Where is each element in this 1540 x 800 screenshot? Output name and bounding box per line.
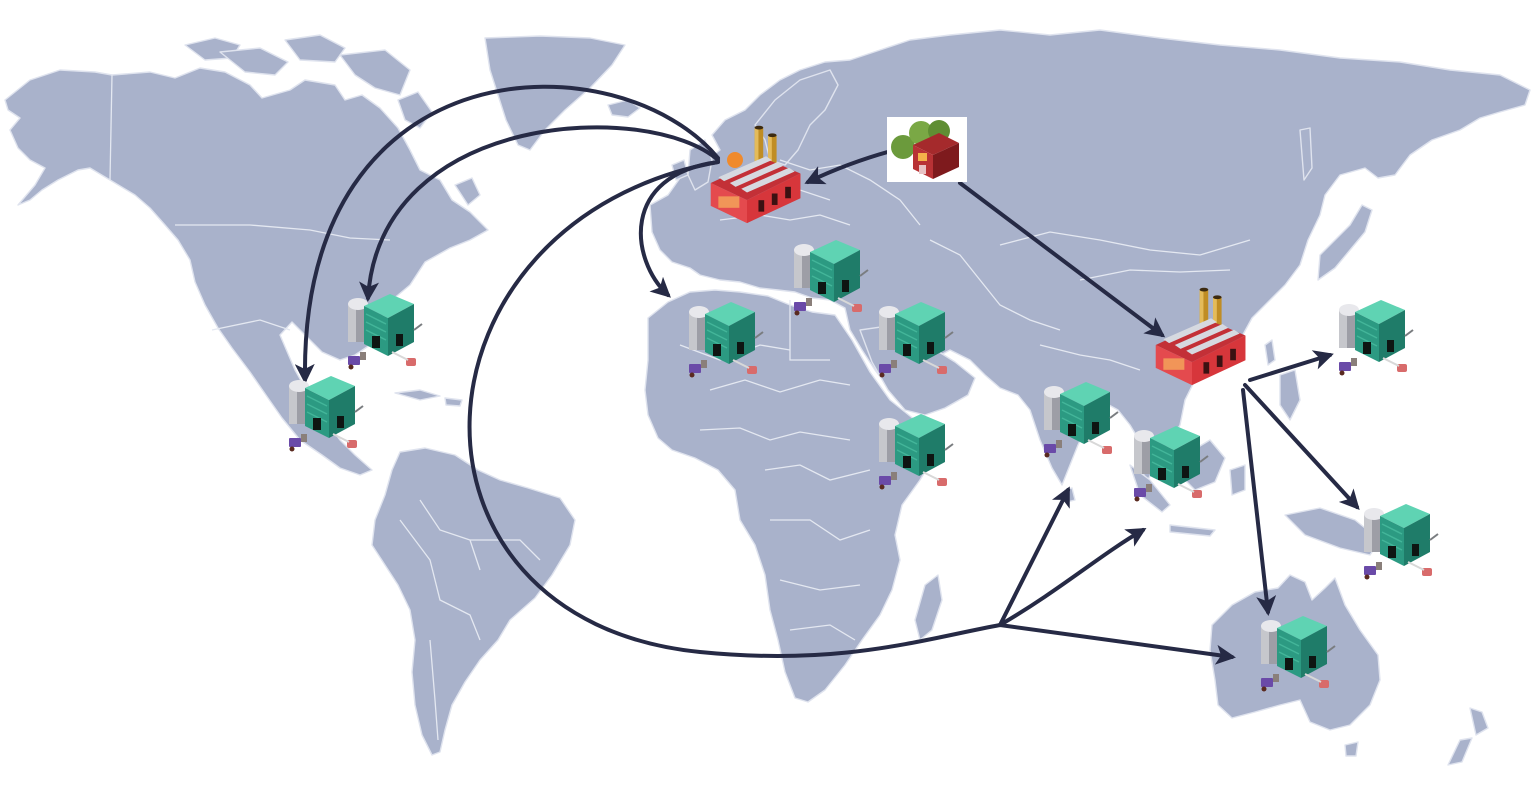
supplier-farm-icon[interactable] [887, 117, 967, 182]
new-zealand [1469, 707, 1489, 736]
route-europe-to-mexico [294, 84, 720, 384]
madagascar [914, 574, 943, 641]
route-asia-to-japan [1248, 350, 1334, 382]
north-america [4, 67, 489, 476]
warehouse-icon[interactable] [1043, 381, 1119, 459]
route-asia-to-papua [1243, 383, 1360, 510]
greenland [484, 35, 626, 151]
route-supplier-to-factory-asia [958, 181, 1166, 338]
warehouse-icon[interactable] [1133, 425, 1209, 503]
origin-dot-icon [727, 152, 743, 168]
supply-routes [294, 84, 1360, 665]
warehouse-icon[interactable] [347, 293, 423, 371]
route-europe-around-africa [467, 160, 1002, 658]
warehouse-icon[interactable] [1338, 299, 1414, 377]
route-asia-to-australia [1241, 388, 1277, 616]
warehouse-icon[interactable] [793, 239, 869, 317]
warehouse-icon[interactable] [1363, 503, 1439, 581]
route-europe-to-usa [359, 125, 720, 302]
route-to-india [998, 486, 1070, 627]
japan [1317, 204, 1373, 281]
route-to-australia-from-europe [998, 623, 1236, 665]
route-supplier-to-factory-europe [804, 148, 897, 185]
south-america [371, 447, 576, 756]
route-to-southeast-asia [998, 527, 1147, 627]
